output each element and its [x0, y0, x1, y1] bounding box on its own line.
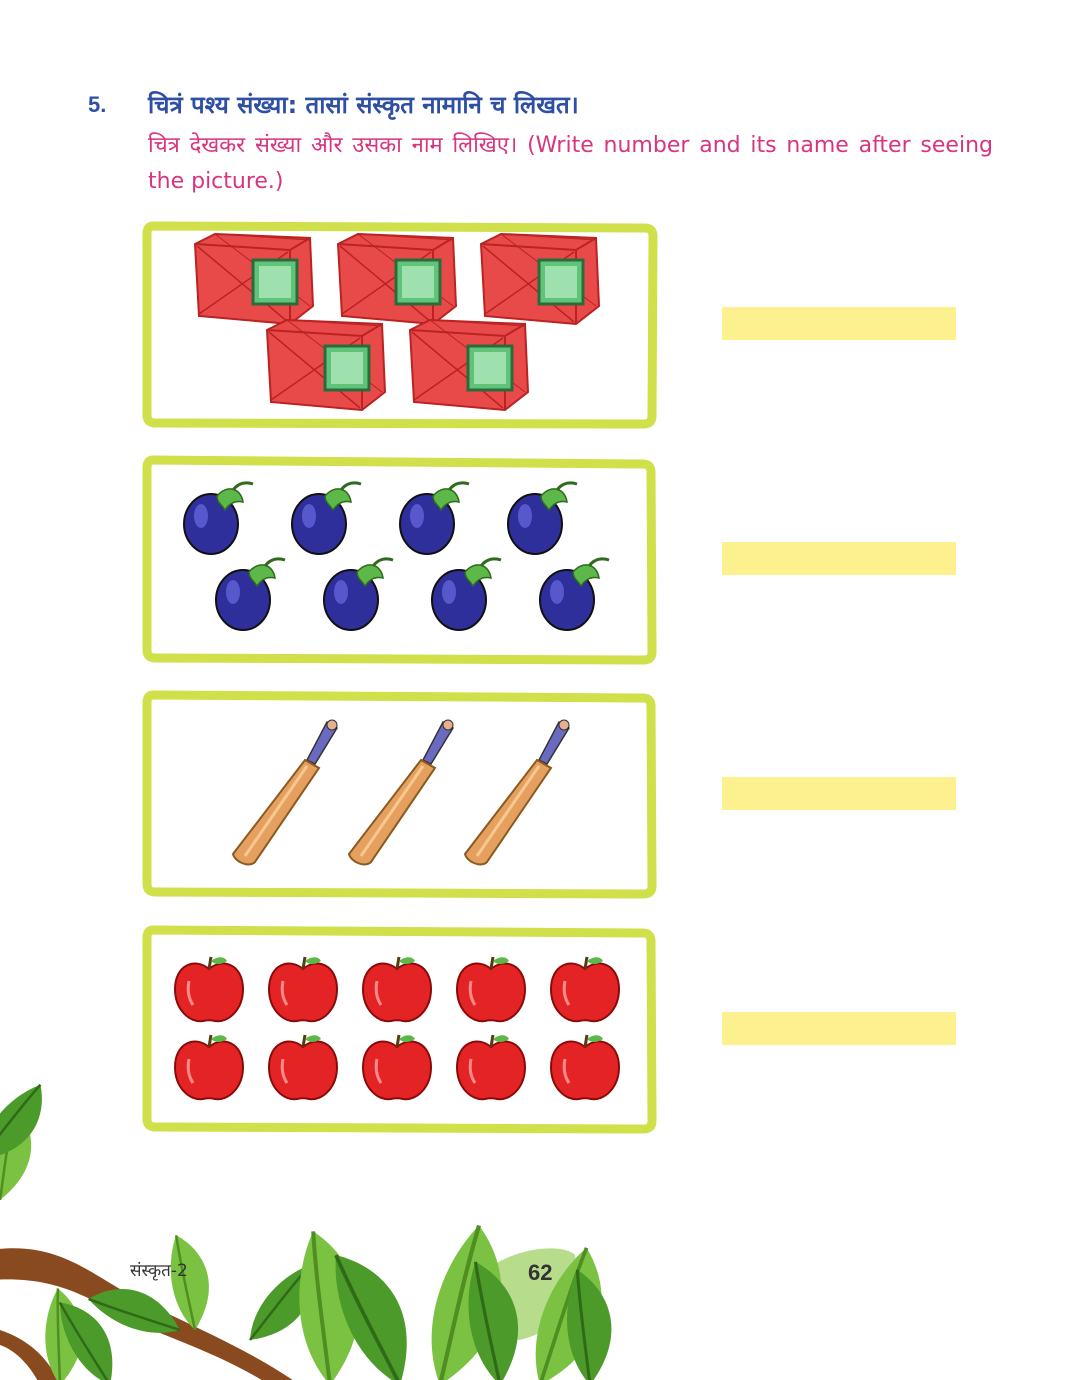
apple-icon — [455, 956, 527, 1023]
apple-icon — [361, 956, 433, 1023]
answer-line-1[interactable] — [722, 307, 956, 340]
book-name: संस्कृत-2 — [130, 1261, 188, 1281]
brinjal-icon — [539, 557, 610, 631]
apple-icon — [455, 1034, 527, 1101]
apple-icon — [549, 1034, 621, 1101]
answer-line-3[interactable] — [722, 777, 956, 810]
picture-box-boxes — [142, 220, 658, 429]
answer-line-2[interactable] — [722, 542, 956, 575]
brinjal-icon — [291, 481, 362, 555]
cricket-bat-icon — [231, 719, 339, 866]
question-title: चित्रं पश्य संख्या: तासां संस्कृत नामानि… — [148, 91, 579, 119]
apple-icon — [267, 1034, 339, 1101]
brinjal-icon — [183, 481, 254, 555]
brinjal-icon — [507, 481, 578, 555]
cricket-bat-icon — [347, 719, 455, 866]
apple-icon — [173, 1034, 245, 1101]
cricket-bat-icon — [463, 719, 571, 866]
brinjal-icon — [399, 481, 470, 555]
apple-icon — [361, 1034, 433, 1101]
box-icon — [479, 232, 601, 326]
picture-box-apples — [142, 925, 657, 1134]
box-icon — [265, 318, 387, 412]
apple-icon — [173, 956, 245, 1023]
item-group — [193, 232, 601, 412]
picture-box-brinjals — [142, 455, 657, 665]
box-icon — [408, 318, 530, 412]
box-icon — [336, 232, 458, 326]
apple-icon — [549, 956, 621, 1023]
apple-icon — [267, 956, 339, 1023]
box-icon — [193, 232, 315, 326]
picture-box-bats — [142, 690, 657, 899]
question-number: 5. — [88, 92, 107, 117]
brinjal-icon — [431, 557, 502, 631]
question-subtitle: चित्र देखकर संख्या और उसका नाम लिखिए। (W… — [148, 133, 993, 194]
brinjal-icon — [215, 557, 286, 631]
brinjal-icon — [323, 557, 394, 631]
answer-line-4[interactable] — [722, 1012, 956, 1045]
page-number: 62 — [528, 1260, 553, 1285]
